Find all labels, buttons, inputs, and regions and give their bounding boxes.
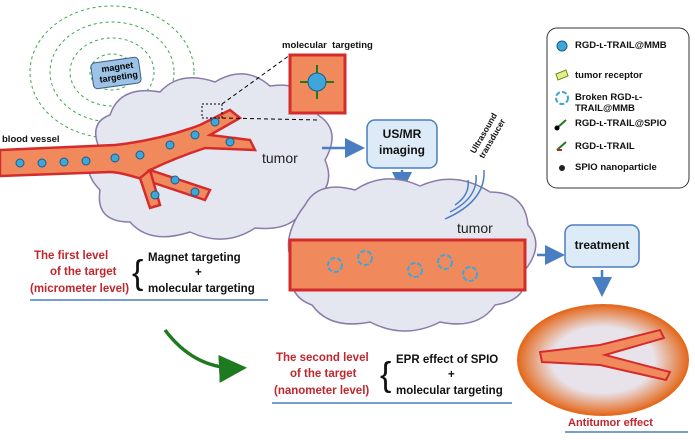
mmb-bubbles-vessel-1 bbox=[15, 117, 235, 200]
first-level-brace: { bbox=[132, 254, 144, 292]
flow-arrows bbox=[322, 138, 612, 297]
first-level-item2: molecular targeting bbox=[148, 283, 255, 295]
us-mr-imaging-label: US/MR imaging bbox=[378, 127, 425, 157]
magnet-box bbox=[90, 56, 142, 90]
legend-label-broken-mmb: Broken RGD-ʟ-TRAIL@MMB bbox=[575, 92, 643, 114]
second-level-item2: molecular targeting bbox=[396, 385, 503, 397]
antitumor-effect-label: Antitumor effect bbox=[568, 417, 653, 429]
molecular-targeting-top-label: molecular targeting bbox=[282, 40, 373, 51]
treated-vessel bbox=[538, 328, 672, 382]
ultrasound-waves bbox=[444, 169, 485, 220]
treatment-label: treatment bbox=[574, 238, 630, 252]
legend-label-spio: SPIO nanoparticle bbox=[575, 162, 657, 173]
tumor-label-1: tumor bbox=[262, 150, 298, 166]
second-level-plus: + bbox=[448, 369, 455, 381]
second-level-item1: EPR effect of SPIO bbox=[396, 354, 499, 366]
first-level-line2: of the target bbox=[50, 266, 117, 278]
legend-label-spio-conj: RGD-ʟ-TRAIL@SPIO bbox=[575, 118, 667, 129]
legend-label-trail: RGD-ʟ-TRAIL bbox=[575, 141, 635, 152]
molecular-targeting-inset bbox=[288, 53, 347, 115]
first-level-line3: (micrometer level) bbox=[30, 283, 130, 295]
legend-label-receptor: tumor receptor bbox=[575, 70, 643, 81]
second-level-line3: (nanometer level) bbox=[274, 385, 370, 397]
legend-label-mmb: RGD-ʟ-TRAIL@MMB bbox=[575, 40, 667, 51]
green-curved-arrow bbox=[163, 328, 247, 383]
broken-mmb-bubbles bbox=[327, 250, 478, 282]
blood-vessel-2 bbox=[288, 238, 527, 292]
zoom-region bbox=[201, 103, 223, 119]
second-level-line2: of the target bbox=[290, 368, 357, 380]
first-level-plus: + bbox=[195, 267, 202, 279]
legend-box bbox=[546, 27, 690, 189]
first-level-line1: The first level bbox=[34, 250, 109, 262]
legend-icons bbox=[554, 40, 569, 171]
first-level-item1: Magnet targeting bbox=[148, 252, 241, 264]
tumor-label-2: tumor bbox=[457, 220, 493, 236]
blood-vessel-label: blood vessel bbox=[2, 134, 60, 145]
second-level-line1: The second level bbox=[276, 352, 369, 364]
us-mr-box bbox=[366, 119, 438, 169]
treatment-box bbox=[564, 224, 640, 268]
second-level-brace: { bbox=[380, 356, 392, 394]
